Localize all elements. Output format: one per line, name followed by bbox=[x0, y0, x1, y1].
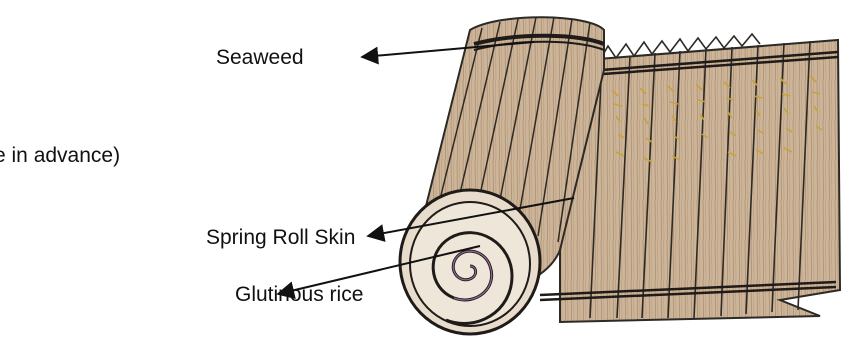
roll-end-spiral bbox=[400, 190, 540, 334]
advance-note-fragment: e in advance) bbox=[0, 145, 120, 166]
glutinous-rice-label: Glutinous rice bbox=[235, 284, 363, 305]
seaweed-label: Seaweed bbox=[216, 47, 304, 68]
spring-roll-skin-label: Spring Roll Skin bbox=[206, 227, 355, 248]
